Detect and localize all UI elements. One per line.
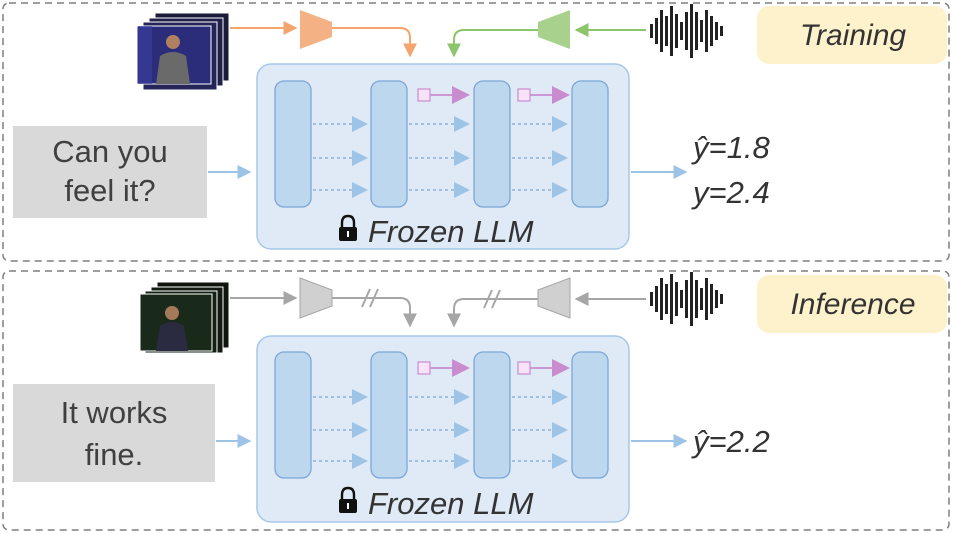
model-label: Frozen LLM [368,486,534,521]
audio-to-llm-arrow [447,29,538,58]
stop-gradient-mark [483,289,501,309]
ground-truth-score: y=2.4 [691,175,770,210]
mode-label-training: Training [800,19,906,52]
video-frames-icon [139,281,230,354]
video-to-llm-arrow [332,27,417,58]
stop-gradient-mark [361,288,379,308]
waveform-icon [650,272,723,326]
audio-connector-icon [537,277,571,319]
llm-layer [274,80,312,208]
llm-layer [473,351,511,479]
input-text-line-1: Can you [52,134,167,169]
input-text-line-2: feel it? [64,173,155,208]
inference-label-pill [757,275,947,333]
prompt-token-arrows [417,359,570,377]
video-frames-icon [136,12,230,91]
prompt-token-arrows [417,86,570,104]
audio-to-llm-arrow [447,298,538,328]
llm-layer [473,80,511,208]
input-text-box [13,384,215,482]
inference-panel: Inference [2,270,950,531]
lock-icon [339,214,357,241]
lock-icon [339,486,357,513]
input-text-box [13,126,207,218]
video-to-llm-arrow [332,297,417,328]
llm-layer [571,351,609,479]
video-connector-icon [300,10,332,49]
predicted-score: ŷ=1.8 [691,130,770,165]
hidden-state-arrows [313,389,568,469]
waveform-icon [650,4,723,58]
frozen-llm-block: Frozen LLM [256,63,630,250]
llm-layer [274,351,312,479]
llm-layer [370,80,408,208]
input-text-line-1: It works [61,395,168,430]
input-text-line-2: fine. [85,437,144,472]
video-connector-icon [299,277,333,319]
llm-container [256,335,630,523]
mode-label-inference: Inference [790,288,915,321]
training-label-pill [757,6,947,64]
frozen-llm-block: Frozen LLM [256,335,630,523]
hidden-state-arrows [313,116,568,198]
training-panel: Training [2,2,950,262]
model-label: Frozen LLM [368,214,534,249]
llm-container [256,63,630,250]
llm-layer [370,351,408,479]
audio-connector-icon [538,10,570,49]
llm-layer [571,80,609,208]
predicted-score: ŷ=2.2 [691,424,770,459]
